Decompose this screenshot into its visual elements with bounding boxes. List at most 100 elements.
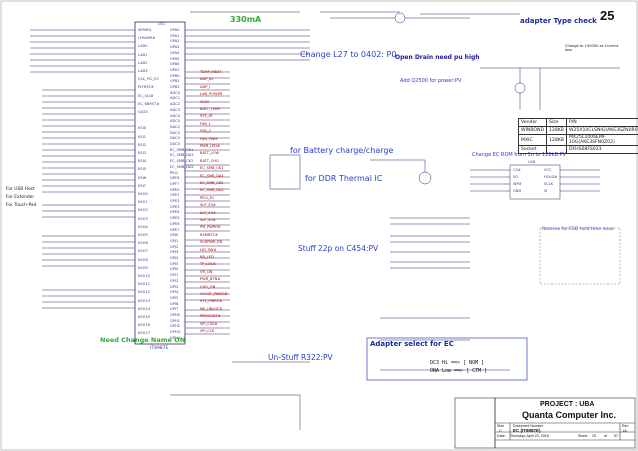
net-label: RSMRST# bbox=[200, 232, 218, 237]
ec-pin-label: KSI2 bbox=[138, 142, 146, 147]
ec-pin-label: KSI7 bbox=[138, 183, 146, 188]
net-label: SYS_ID bbox=[200, 114, 213, 119]
net-label: SLP_S3# bbox=[200, 203, 216, 208]
ec-pin-label: LAD3 bbox=[138, 69, 148, 73]
net-label: SLP_S5# bbox=[200, 218, 216, 222]
net-label: EC_SMB_DA2 bbox=[200, 188, 224, 193]
net-label: PECI_EC bbox=[200, 195, 215, 200]
net-label: PM_PWROK bbox=[200, 225, 221, 230]
title-size: C bbox=[499, 428, 502, 433]
net-label: FAN_PWM bbox=[200, 136, 218, 141]
ec-pin-label: SERIRQ bbox=[138, 28, 152, 32]
net-label: LAN_POWER bbox=[200, 92, 223, 97]
net-label: VCCST_PWRGD bbox=[200, 292, 228, 296]
ec-pin-label: GPA4 bbox=[170, 50, 180, 55]
rom-pin-label: WP# bbox=[513, 182, 522, 186]
net-label: EC_SMB_DA1 bbox=[200, 173, 224, 178]
ec-pin-label: KSI6 bbox=[138, 175, 146, 180]
ec-pin-label: LAD2 bbox=[138, 60, 148, 65]
title-size-label: Size bbox=[497, 424, 504, 428]
note-id-formula-2: ONA Low ==> [ CTM ] bbox=[430, 368, 488, 374]
net-label: ACIN bbox=[200, 99, 209, 104]
net-label: TP_LOCK bbox=[200, 262, 216, 267]
ec-pin-label: PECI bbox=[170, 170, 179, 175]
ec-pin-label: GPA5 bbox=[170, 56, 180, 61]
ec-pin-label: KSI1 bbox=[138, 134, 146, 139]
net-label: FSB_2 bbox=[200, 129, 211, 134]
rom-pin-label: SCLK bbox=[544, 182, 554, 186]
ec-pin-label: LAD1 bbox=[138, 52, 148, 57]
note-need-change: Need Change Name ON bbox=[100, 336, 186, 344]
ec-pin-label: ADC5 bbox=[170, 119, 181, 124]
ec-pin-label: EC_KBRST# bbox=[138, 101, 160, 106]
net-label: CHG_ON bbox=[200, 284, 216, 289]
table-cell: 128KB bbox=[546, 134, 567, 146]
ec-pin-label: KSO0 bbox=[138, 192, 148, 196]
ec-pin-label: KSO4 bbox=[138, 224, 148, 229]
ec-pin-label: GPI1 bbox=[170, 273, 179, 278]
sheet-number: 25 bbox=[600, 8, 615, 23]
ec-pin-label: GPJ2 bbox=[170, 244, 179, 249]
ec-pin-label: ADC0 bbox=[170, 90, 181, 95]
note-open-drain: Open Drain need pu high bbox=[395, 54, 480, 61]
ec-pin-label: GPI0 bbox=[170, 267, 179, 272]
ec-pin-label: KSO3 bbox=[138, 216, 148, 221]
ec-pin-label: DAC2 bbox=[170, 124, 180, 129]
net-label: KB_LED bbox=[200, 255, 214, 259]
ec-pin-label: GPA7 bbox=[170, 67, 180, 72]
ec-pin-label: GPJ0 bbox=[170, 233, 179, 238]
ec-pin-label: GPI5 bbox=[170, 295, 179, 300]
ec-pin-label: GPI7 bbox=[170, 307, 179, 312]
note-reserve-esd: Reserve for ESD hold time issue bbox=[542, 227, 615, 232]
ec-pin-label: KSO10 bbox=[138, 274, 151, 278]
net-label: EC_SMB_CK2 bbox=[200, 181, 224, 185]
note-stuff-c454: Stuff 22p on C454:PV bbox=[298, 244, 379, 253]
title-project: PROJECT : UBA bbox=[540, 401, 595, 408]
rom-pin-label: SO bbox=[513, 175, 519, 179]
net-label: SPI_CS0# bbox=[200, 321, 218, 326]
ec-pin-label: GPB2 bbox=[170, 85, 180, 89]
note-change-rom: Change EC ROM from 1u to 128kB:PV bbox=[472, 152, 567, 158]
ec-pin-label: CLK_PCI_EC bbox=[138, 77, 159, 82]
ec-pin-label: GPA0 bbox=[170, 28, 180, 32]
rom-pin-label: VCC bbox=[544, 168, 552, 172]
net-label: SUSPWR_EN bbox=[200, 240, 223, 245]
page-heading: adapter Type check bbox=[520, 17, 597, 25]
ec-pin-label: GPI2 bbox=[170, 278, 179, 283]
net-label: TEMP_MBAT bbox=[200, 70, 222, 74]
rom-pin-label: GND bbox=[513, 189, 522, 193]
ec-chip-ref: U21 bbox=[158, 22, 166, 26]
ec-pin-label: GPJ3 bbox=[170, 250, 179, 255]
spi-rom-ref: U26 bbox=[528, 160, 536, 164]
table-row: MXIC 128KB MX25L1006EMI-10G(AKE3SFN0Z02) bbox=[518, 134, 638, 146]
ec-pin-label: GPA2 bbox=[170, 39, 180, 44]
ec-pin-label: GPE1 bbox=[170, 193, 180, 198]
ec-pin-label: DAC5 bbox=[170, 142, 180, 146]
note-change-l27: Change L27 to 0402: P0 bbox=[300, 50, 397, 59]
ec-pin-label: GPH3 bbox=[170, 330, 180, 335]
ec-pin-label: GA20 bbox=[138, 110, 148, 114]
label-extender: For Extender bbox=[6, 195, 35, 200]
ec-pin-label: GPA3 bbox=[170, 45, 180, 50]
title-doc-label: Document Number bbox=[513, 424, 544, 428]
ec-pin-label: GPI4 bbox=[170, 290, 179, 295]
title-date: Thursday, April 23, 2015 bbox=[510, 434, 549, 438]
ec-pin-label: LFRAME# bbox=[138, 36, 156, 41]
table-cell: W25X10CLSNIG(AKE3SZN0R00) bbox=[565, 126, 638, 135]
ec-pin-label: KSO7 bbox=[138, 249, 148, 254]
net-label: ME_UNLOCK bbox=[200, 306, 223, 311]
table-cell: Socket bbox=[518, 145, 547, 154]
ec-pin-label: GPE0 bbox=[170, 187, 180, 192]
ec-pin-label: KSO17 bbox=[138, 331, 151, 336]
ec-pin-label: KSO8 bbox=[138, 257, 148, 262]
ec-pin-label: PLTRST# bbox=[138, 85, 154, 90]
table-cell: 128KB bbox=[546, 126, 567, 135]
net-label: BATT_TEMP bbox=[200, 107, 221, 111]
note-power-ma: 330mA bbox=[230, 15, 262, 24]
ec-pin-label: GPE6 bbox=[170, 221, 180, 226]
net-label: SPI_CLK bbox=[200, 329, 215, 333]
rom-pin-label: CS# bbox=[513, 168, 521, 172]
title-sheet: 25 bbox=[592, 434, 596, 438]
